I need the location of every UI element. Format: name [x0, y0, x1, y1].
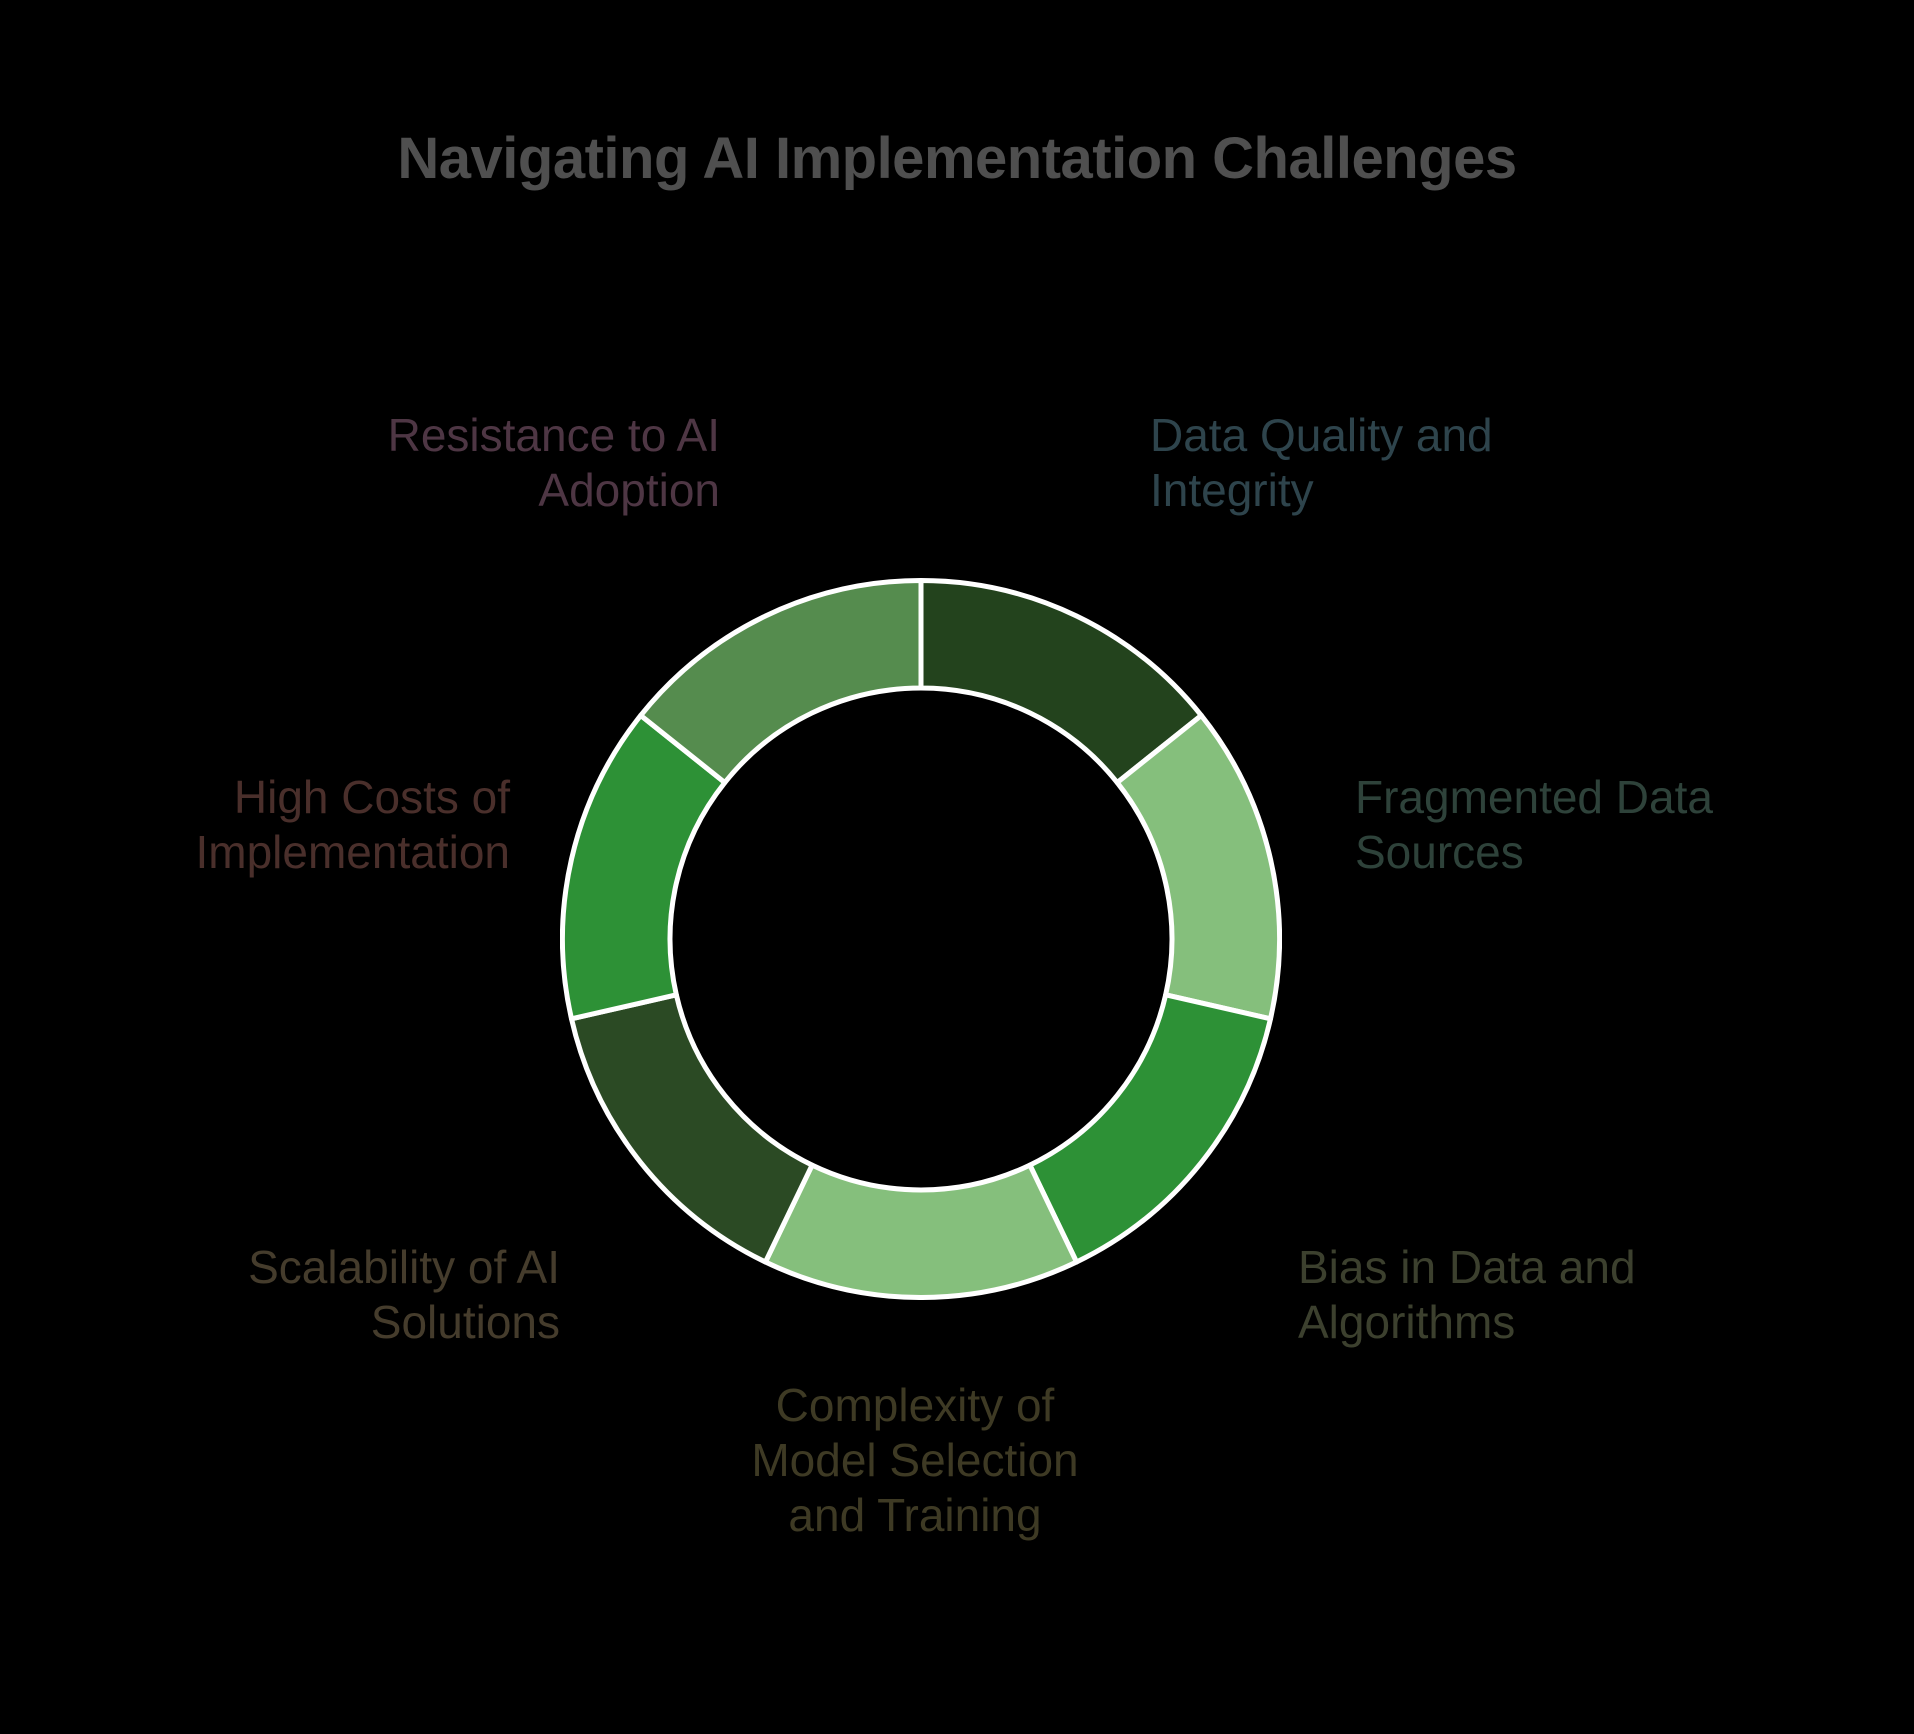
- donut-slice[interactable]: Fragmented Data Sources: [1114, 712, 1282, 1022]
- donut-slice[interactable]: Resistance to AI Adoption: [638, 578, 924, 786]
- donut-chart-svg: Data Quality and IntegrityFragmented Dat…: [560, 578, 1282, 1300]
- slice-label-high-costs-of-implementation: High Costs of Implementation: [195, 771, 511, 879]
- donut-chart: Data Quality and IntegrityFragmented Dat…: [560, 578, 1282, 1300]
- slice-label-complexity-of-model-selection-and-training: Complexity of Model Selection and Traini…: [751, 1379, 1079, 1542]
- slice-label-data-quality-and-integrity: Data Quality and Integrity: [1150, 409, 1493, 517]
- page-title: Navigating AI Implementation Challenges: [397, 126, 1517, 191]
- slice-label-bias-in-data-and-algorithms: Bias in Data and Algorithms: [1298, 1241, 1636, 1349]
- slice-label-fragmented-data-sources: Fragmented Data Sources: [1355, 771, 1713, 879]
- donut-slice-group: Data Quality and IntegrityFragmented Dat…: [560, 578, 1282, 1300]
- slice-label-scalability-of-ai-solutions: Scalability of AI Solutions: [248, 1241, 560, 1349]
- donut-slice[interactable]: Complexity of Model Selection and Traini…: [762, 1162, 1080, 1300]
- donut-slice[interactable]: Scalability of AI Solutions: [568, 992, 815, 1265]
- donut-slice[interactable]: Bias in Data and Algorithms: [1027, 992, 1274, 1265]
- slice-label-resistance-to-ai-adoption: Resistance to AI Adoption: [387, 409, 720, 517]
